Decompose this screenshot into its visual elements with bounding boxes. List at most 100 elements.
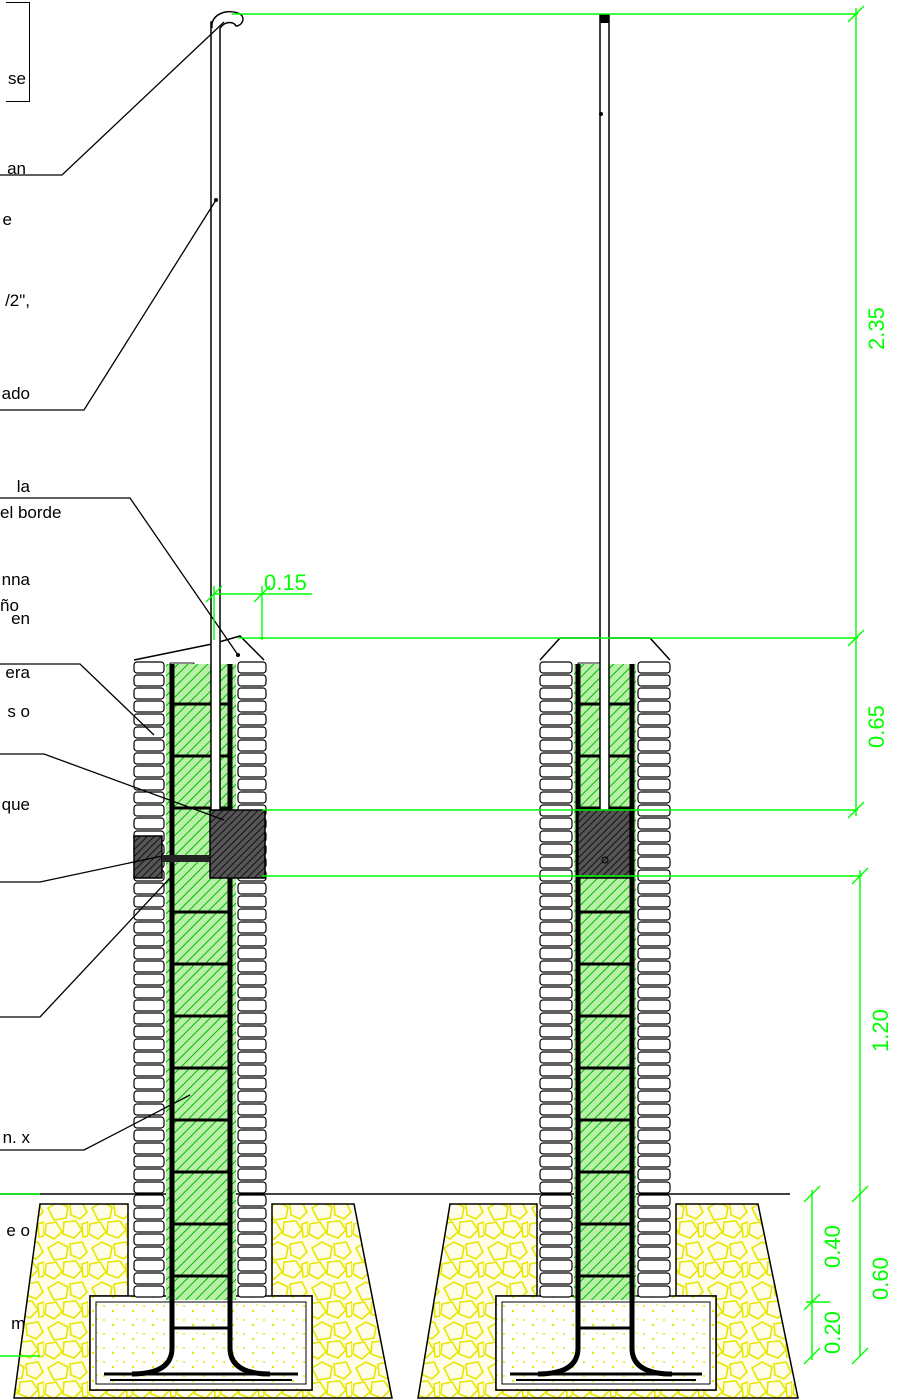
left-brick [237,674,267,687]
note-1-line-1: e [2,210,12,229]
left-brick [133,778,165,791]
left-brick [133,908,165,921]
right-brick [637,895,671,908]
left-brick [237,1038,267,1051]
right-brick [637,1103,671,1116]
left-pole-hook [211,10,244,29]
right-brick [539,1272,573,1285]
right-brick [637,778,671,791]
right-brick [637,817,671,830]
right-brick [539,1155,573,1168]
dim-footing-base: 0.20 [820,1311,845,1354]
right-brick [539,895,573,908]
right-brick [637,1129,671,1142]
left-brick [133,1272,165,1285]
right-brick [539,843,573,856]
left-post-assembly [13,10,393,1399]
right-brick [539,1259,573,1272]
left-brick [237,1272,267,1285]
right-brick [637,882,671,895]
right-brick [539,1025,573,1038]
right-brick [637,908,671,921]
right-brick [539,700,573,713]
left-brick [133,986,165,999]
right-brick [637,1220,671,1233]
left-brick [133,895,165,908]
left-pole [210,21,221,811]
left-brick [237,1155,267,1168]
left-brick [237,1090,267,1103]
right-brick [637,960,671,973]
left-brick [133,1207,165,1220]
note-1: e [3,142,12,266]
leader-8 [0,1094,191,1151]
left-brick [237,1064,267,1077]
left-brick [133,726,165,739]
left-brick [133,1220,165,1233]
left-brick [133,1077,165,1090]
right-brick [539,1064,573,1077]
left-brick [237,1012,267,1025]
right-brick [637,1155,671,1168]
right-brick [637,1012,671,1025]
right-brick [637,1246,671,1259]
left-brick [133,973,165,986]
left-brick [237,713,267,726]
right-pole [599,14,610,811]
leader-lines [0,21,239,1151]
right-brick [539,661,573,674]
left-brick [237,908,267,921]
left-brick [133,1051,165,1064]
right-brick [637,1077,671,1090]
left-brick [237,1103,267,1116]
left-brick [237,752,267,765]
left-brick [237,947,267,960]
dim-footing-depth-b: 0.60 [868,1257,893,1300]
right-brick [539,1181,573,1194]
dim-footing-depth-a: 0.40 [820,1225,845,1268]
left-rebar [131,664,175,1377]
right-brick [539,713,573,726]
left-brick [237,934,267,947]
right-brick [539,1142,573,1155]
left-brick [237,1168,267,1181]
right-brick [539,1038,573,1051]
right-brick [539,1194,573,1207]
left-cap [133,635,265,661]
left-brick [237,1220,267,1233]
right-brick [539,1103,573,1116]
right-brick [539,791,573,804]
right-brick [637,843,671,856]
left-brick [237,739,267,752]
left-brick [133,947,165,960]
left-brick [133,1155,165,1168]
right-brick [637,830,671,843]
right-brick [637,1285,671,1298]
left-brick [133,1194,165,1207]
right-brick [539,1077,573,1090]
note-2-line-5: era [5,663,30,682]
left-brick [237,921,267,934]
left-brick [133,1246,165,1259]
leader-5 [0,753,225,821]
note-3-line-1: el borde [0,503,62,522]
right-brick [637,1233,671,1246]
left-brick [133,1038,165,1051]
right-brick [637,921,671,934]
right-brick [637,1259,671,1272]
left-brick [237,700,267,713]
left-brick [237,791,267,804]
right-brick [637,1142,671,1155]
left-brick [133,1090,165,1103]
dim-cap-height: 0.65 [864,705,889,748]
right-brick [539,1012,573,1025]
right-brick [539,1207,573,1220]
right-rebar [629,664,673,1377]
left-footing-slab [89,1295,313,1391]
right-brick [539,674,573,687]
left-brick [133,1259,165,1272]
right-brick [539,778,573,791]
left-brick [237,882,267,895]
right-brick [539,1285,573,1298]
